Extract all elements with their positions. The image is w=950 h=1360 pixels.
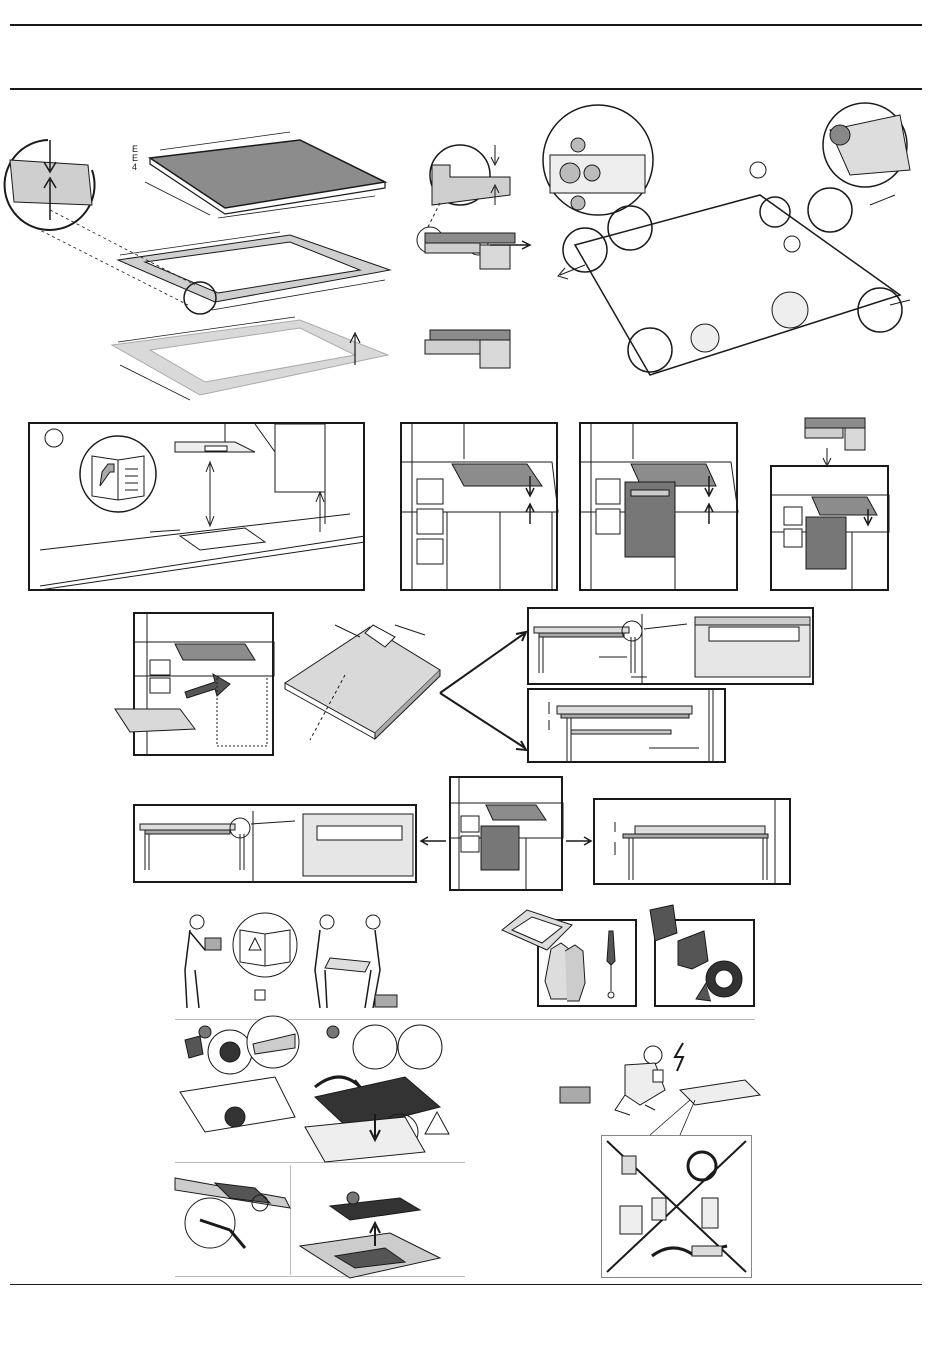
gasket-application-steps: [175, 1022, 465, 1162]
worktop-cutout-3d: [285, 615, 450, 740]
branch-arrows: [440, 628, 530, 758]
divider-2: [175, 1162, 465, 1163]
warning-triangle-icon: [425, 1112, 449, 1134]
installer-people: [175, 900, 405, 1010]
edge-profile-details: [410, 135, 520, 385]
header-rule-top: [10, 24, 922, 26]
panel-hob-insertion: [133, 612, 274, 756]
panel-section-right: [593, 798, 791, 885]
panel-cabinet-drawers: [400, 422, 558, 591]
gasket-frame: [118, 235, 390, 302]
extension-cord-icon: [688, 1152, 716, 1180]
footer-rule: [10, 1284, 922, 1285]
toolbox-open-icon: [497, 905, 577, 955]
electric-shock-icon: [675, 1043, 683, 1071]
socket-icon: [622, 1156, 636, 1174]
hob-underside-clamps: [530, 100, 920, 380]
panel-cabinet-oven: [579, 422, 738, 591]
panel-cabinet-oven-center: [449, 776, 563, 891]
gasket-tape-roll: [645, 905, 685, 945]
panel-cabinet-oven-small: [770, 465, 889, 591]
arrow-left: [420, 836, 446, 846]
callout-lines: [640, 1100, 710, 1140]
panel-section-wall-near: [527, 607, 814, 685]
hob-underside-body: [575, 195, 900, 375]
arrow-right: [566, 836, 592, 846]
panel-section-wall-far: [527, 688, 726, 763]
screwdriver-icon: [607, 931, 615, 991]
exploded-hob-diagram: [0, 110, 420, 410]
header-rule-bottom: [10, 88, 922, 90]
panel-kitchen-hood: [28, 422, 365, 591]
dim-label-4: 4: [132, 163, 137, 172]
toolbox-icon: [375, 995, 397, 1007]
hob-glass: [150, 140, 385, 208]
hob-removal-steps: [175, 1168, 465, 1278]
panel-section-left: [133, 804, 417, 883]
panel-forbidden-connections: [601, 1135, 752, 1278]
worktop-cutout: [112, 320, 388, 395]
